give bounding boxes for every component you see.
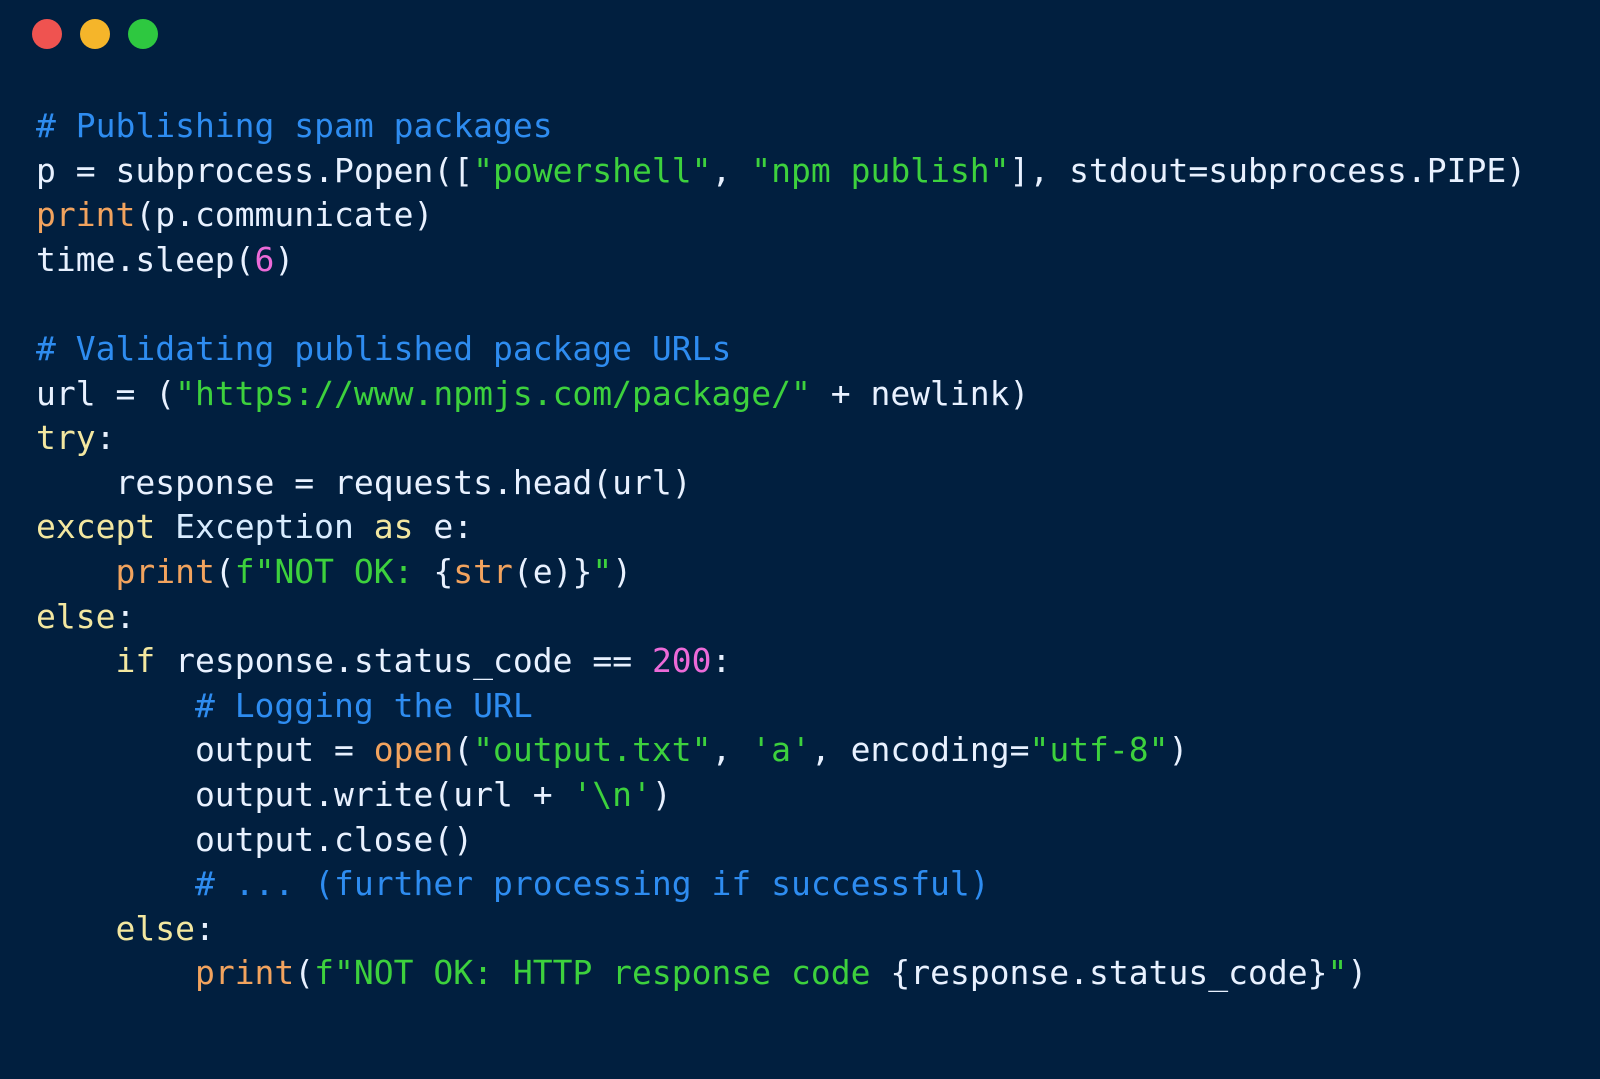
code-line: # ... (further processing if successful): [36, 862, 1526, 907]
maximize-icon[interactable]: [128, 19, 158, 49]
code-token-class: Exception: [175, 507, 354, 547]
code-line: output.close(): [36, 818, 1526, 863]
code-line: response = requests.head(url): [36, 461, 1526, 506]
code-token-ident: ,: [711, 150, 752, 190]
code-token-ident: e:: [413, 507, 474, 547]
code-token-ident: ): [274, 239, 295, 279]
code-line: print(f"NOT OK: HTTP response code {resp…: [36, 951, 1526, 996]
code-token-ident: response.status_code ==: [155, 641, 652, 681]
code-token-ident: :: [95, 418, 116, 458]
code-line: try:: [36, 416, 1526, 461]
code-token-ident: response = requests.head(url): [36, 462, 692, 502]
code-token-keyword: else: [36, 596, 116, 636]
minimize-icon[interactable]: [80, 19, 110, 49]
code-token-ident: ): [651, 774, 672, 814]
code-line: except Exception as e:: [36, 505, 1526, 550]
code-token-ident: :: [194, 908, 215, 948]
code-token-ident: , encoding=: [810, 730, 1030, 770]
code-token-builtin: print: [194, 953, 295, 993]
code-block: # Publishing spam packages p = subprocess…: [36, 104, 1526, 996]
code-line: # Publishing spam packages: [36, 104, 1526, 149]
code-token-ident: url = (: [36, 373, 176, 413]
code-token-ident: [36, 686, 195, 725]
code-line: else:: [36, 907, 1526, 952]
code-token-ident: (: [294, 953, 315, 993]
code-token-builtin: open: [373, 730, 454, 770]
code-token-ident: ): [1168, 730, 1189, 770]
code-line: p = subprocess.Popen(["powershell", "npm…: [36, 149, 1526, 194]
code-token-comment: # Logging the URL: [194, 685, 533, 725]
code-token-string: ": [1327, 953, 1348, 993]
code-token-ident: (p.communicate): [135, 195, 434, 235]
code-token-string: f"NOT OK: HTTP response code: [314, 953, 891, 993]
code-token-ident: (: [214, 551, 235, 591]
code-token-ident: [354, 507, 374, 546]
code-line: [36, 282, 1526, 327]
code-token-ident: + newlink): [810, 373, 1030, 413]
code-token-builtin: print: [115, 551, 215, 591]
code-token-ident: p = subprocess.Popen([: [36, 150, 474, 190]
code-token-keyword: except: [36, 507, 156, 547]
code-line: # Logging the URL: [36, 684, 1526, 729]
code-line: url = ("https://www.npmjs.com/package/" …: [36, 372, 1526, 417]
code-token-ident: {: [433, 551, 454, 591]
code-token-string: "npm publish": [751, 150, 1010, 190]
code-token-ident: (e)}: [512, 551, 593, 591]
code-line: output = open("output.txt", 'a', encodin…: [36, 728, 1526, 773]
code-token-ident: ): [1347, 953, 1368, 993]
code-line: output.write(url + '\n'): [36, 773, 1526, 818]
code-token-ident: ,: [711, 730, 752, 770]
code-token-string: ": [592, 551, 613, 591]
code-token-ident: (: [453, 730, 474, 770]
code-token-builtin: str: [453, 551, 513, 591]
window-controls: [32, 19, 158, 49]
code-token-number: 200: [651, 641, 712, 681]
code-token-ident: output.write(url +: [36, 774, 573, 814]
code-line: if response.status_code == 200:: [36, 639, 1526, 684]
code-token-ident: :: [115, 596, 136, 636]
code-line: print(f"NOT OK: {str(e)}"): [36, 550, 1526, 595]
close-icon[interactable]: [32, 19, 62, 49]
code-token-ident: [36, 953, 195, 992]
code-token-ident: [36, 909, 115, 948]
code-token-string: 'a': [751, 730, 811, 770]
code-token-keyword: try: [36, 418, 96, 458]
code-token-ident: {response.status_code}: [890, 953, 1328, 993]
code-token-ident: [155, 507, 175, 546]
code-token-number: 6: [254, 239, 275, 279]
code-line: else:: [36, 595, 1526, 640]
code-token-ident: [36, 552, 115, 591]
code-token-comment: # Publishing spam packages: [36, 106, 553, 145]
code-token-string: '\n': [572, 774, 652, 814]
code-token-ident: [36, 864, 195, 903]
code-line: print(p.communicate): [36, 193, 1526, 238]
code-token-ident: time.sleep(: [36, 239, 255, 279]
code-token-ident: ): [612, 551, 633, 591]
code-token-comment: # Validating published package URLs: [36, 328, 732, 368]
code-token-keyword: else: [115, 908, 195, 948]
code-token-ident: [36, 641, 115, 680]
code-token-keyword: if: [115, 641, 156, 681]
code-token-comment: # ... (further processing if successful): [194, 864, 990, 904]
code-token-ident: :: [711, 641, 732, 681]
code-token-ident: output =: [36, 730, 374, 770]
code-token-string: "powershell": [473, 150, 712, 190]
code-token-string: "output.txt": [473, 730, 712, 770]
code-token-string: f"NOT OK:: [234, 551, 434, 591]
code-token-ident: output.close(): [36, 819, 474, 859]
code-token-string: "utf-8": [1029, 730, 1169, 770]
code-token-builtin: print: [36, 195, 136, 235]
code-line: time.sleep(6): [36, 238, 1526, 283]
code-token-string: "https://www.npmjs.com/package/": [175, 373, 811, 413]
code-token-ident: ], stdout=subprocess.PIPE): [1009, 150, 1527, 190]
code-token-keyword: as: [373, 507, 414, 547]
code-line: # Validating published package URLs: [36, 327, 1526, 372]
